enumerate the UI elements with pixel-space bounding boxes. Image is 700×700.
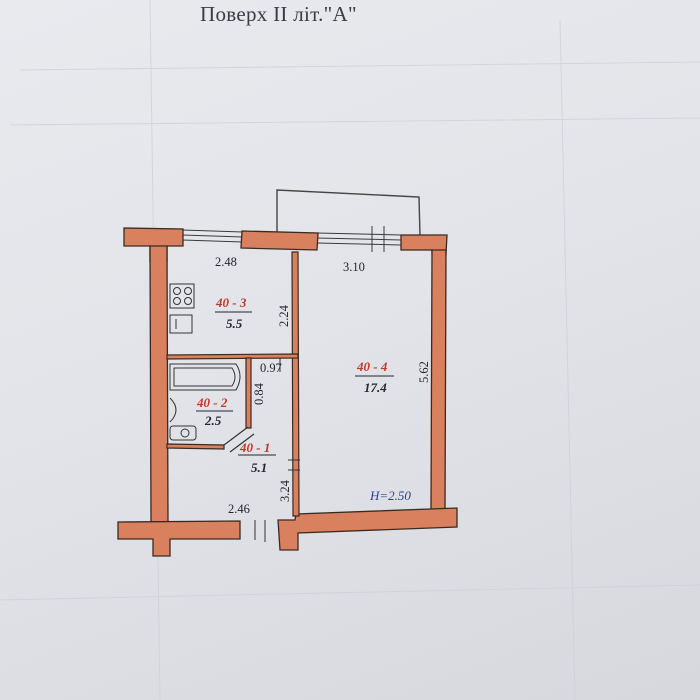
room-40-3-area: 5.5 (226, 316, 243, 331)
windows (181, 226, 402, 252)
room-40-2-code: 40 - 2 (196, 395, 228, 410)
balcony (276, 189, 421, 237)
dim-room-width: 3.10 (343, 260, 365, 274)
stove-icon (169, 283, 195, 309)
dim-corridor-width: 0.97 (260, 361, 282, 375)
door-ticks (254, 358, 300, 542)
dim-bath-depth: 0.84 (252, 382, 266, 405)
dim-hall-width: 2.46 (228, 502, 250, 516)
page-title: Поверх II літ."А" (200, 2, 357, 26)
label-rules (196, 311, 394, 456)
wall-bottom-left-corner (117, 520, 241, 557)
partitions (166, 251, 300, 517)
room-40-4-area: 17.4 (364, 380, 387, 395)
wall-bottom-right (277, 507, 458, 551)
sink-icon (169, 314, 193, 334)
ceiling-height-label: H=2.50 (369, 488, 411, 503)
dim-kitchen-width: 2.48 (215, 255, 237, 269)
bathtub-icon (169, 363, 241, 391)
room-40-3-code: 40 - 3 (215, 295, 247, 310)
room-40-1-area: 5.1 (251, 460, 267, 475)
dim-kitchen-depth: 2.24 (277, 304, 291, 327)
dim-hall-depth: 3.24 (278, 479, 292, 502)
dim-room-depth: 5.62 (417, 361, 431, 383)
room-40-1-code: 40 - 1 (239, 440, 270, 455)
wall-left (149, 245, 169, 523)
wall-right (430, 249, 447, 511)
room-40-2-area: 2.5 (204, 413, 222, 428)
walls (117, 227, 458, 557)
wall-top-middle (240, 230, 319, 251)
washbasin-icon (169, 397, 177, 423)
room-40-4-code: 40 - 4 (356, 359, 388, 374)
toilet-icon (169, 425, 197, 441)
